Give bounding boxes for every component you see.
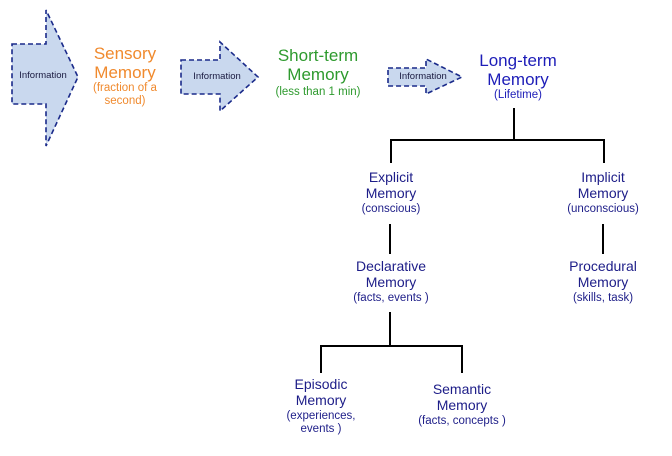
semantic-memory-node: Semantic Memory (facts, concepts ) — [400, 381, 524, 428]
episodic-note-1: (experiences, — [286, 410, 356, 423]
information-arrow-2 — [180, 40, 260, 113]
episodic-title-1: Episodic — [294, 376, 348, 392]
declarative-note: (facts, events ) — [353, 292, 429, 305]
sensory-memory-node: Sensory Memory (fraction of a second) — [78, 44, 172, 108]
implicit-memory-node: Implicit Memory (unconscious) — [548, 169, 658, 216]
connector-to-episodic — [320, 345, 322, 373]
implicit-title-2: Memory — [577, 184, 629, 201]
explicit-note: (conscious) — [361, 203, 421, 216]
connector-explicit-declarative — [389, 224, 391, 254]
procedural-note: (skills, task) — [572, 292, 634, 305]
explicit-title-1: Explicit — [368, 169, 414, 185]
explicit-memory-node: Explicit Memory (conscious) — [336, 169, 446, 216]
information-arrow-3 — [387, 57, 464, 96]
implicit-note: (unconscious) — [567, 203, 639, 216]
episodic-note-2: events ) — [300, 423, 342, 436]
sensory-title-1: Sensory — [93, 44, 157, 63]
sensory-title-2: Memory — [94, 63, 156, 83]
connector-implicit-procedural — [602, 224, 604, 254]
long-term-title-1: Long-term — [479, 51, 557, 70]
declarative-memory-node: Declarative Memory (facts, events ) — [330, 258, 452, 305]
declarative-title-1: Declarative — [355, 258, 427, 274]
procedural-title-2: Memory — [577, 273, 629, 290]
arrow-1-label: Information — [19, 70, 67, 81]
long-term-title-2: Memory — [487, 70, 549, 90]
connector-declarative-down — [389, 312, 391, 346]
arrow-2-label: Information — [193, 71, 241, 82]
short-term-title-1: Short-term — [277, 46, 359, 65]
connector-to-semantic — [461, 345, 463, 373]
connector-longterm-down — [513, 108, 515, 140]
declarative-title-2: Memory — [365, 273, 417, 290]
procedural-memory-node: Procedural Memory (skills, task) — [548, 258, 658, 305]
procedural-title-1: Procedural — [569, 258, 637, 274]
connector-longterm-split — [390, 139, 605, 141]
sensory-note-1: (fraction of a — [93, 82, 157, 95]
episodic-title-2: Memory — [295, 391, 347, 408]
arrow-3-label: Information — [399, 71, 447, 82]
long-term-memory-node: Long-term Memory (Lifetime) — [466, 51, 570, 102]
connector-to-explicit — [390, 139, 392, 163]
semantic-title-2: Memory — [436, 396, 488, 413]
explicit-title-2: Memory — [365, 184, 417, 201]
sensory-note-2: second) — [104, 94, 146, 107]
episodic-memory-node: Episodic Memory (experiences, events ) — [268, 376, 374, 436]
short-term-memory-node: Short-term Memory (less than 1 min) — [262, 46, 374, 99]
implicit-title-1: Implicit — [581, 169, 625, 185]
semantic-title-1: Semantic — [432, 381, 492, 397]
long-term-note: (Lifetime) — [494, 89, 542, 102]
short-term-note: (less than 1 min) — [275, 86, 361, 99]
information-arrow-1 — [11, 9, 79, 147]
connector-to-implicit — [603, 139, 605, 163]
short-term-title-2: Memory — [287, 65, 349, 85]
semantic-note: (facts, concepts ) — [418, 415, 506, 428]
connector-declarative-split — [320, 345, 463, 347]
